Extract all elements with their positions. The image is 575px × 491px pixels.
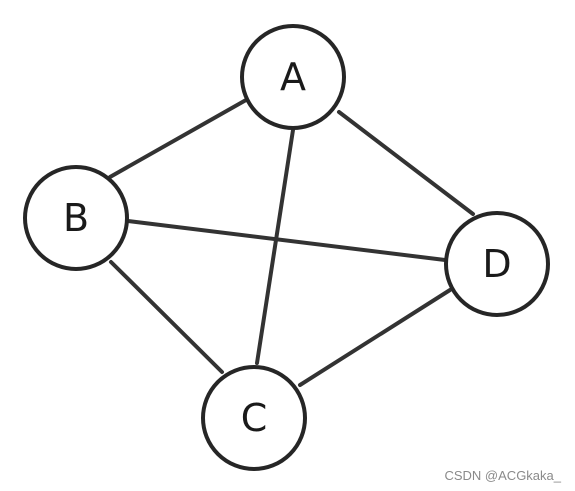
- node-c-label: C: [241, 396, 268, 440]
- node-a-label: A: [280, 55, 306, 99]
- edge-a-d: [337, 110, 475, 216]
- edge-layer: [108, 98, 475, 387]
- node-a[interactable]: A: [240, 24, 346, 130]
- edge-a-c: [255, 128, 295, 365]
- node-b-label: B: [63, 196, 89, 240]
- node-c[interactable]: C: [201, 365, 307, 471]
- node-c-circle: [201, 365, 307, 471]
- node-b[interactable]: B: [23, 165, 129, 271]
- edge-b-c: [109, 260, 224, 374]
- watermark-text: CSDN @ACGkaka_: [444, 468, 561, 483]
- edge-a-b: [108, 98, 248, 179]
- node-b-circle: [23, 165, 129, 271]
- node-a-circle: [240, 24, 346, 130]
- node-d[interactable]: D: [444, 211, 550, 317]
- edge-b-d: [126, 219, 447, 262]
- edge-c-d: [298, 288, 452, 387]
- node-d-label: D: [482, 242, 511, 286]
- node-d-circle: [444, 211, 550, 317]
